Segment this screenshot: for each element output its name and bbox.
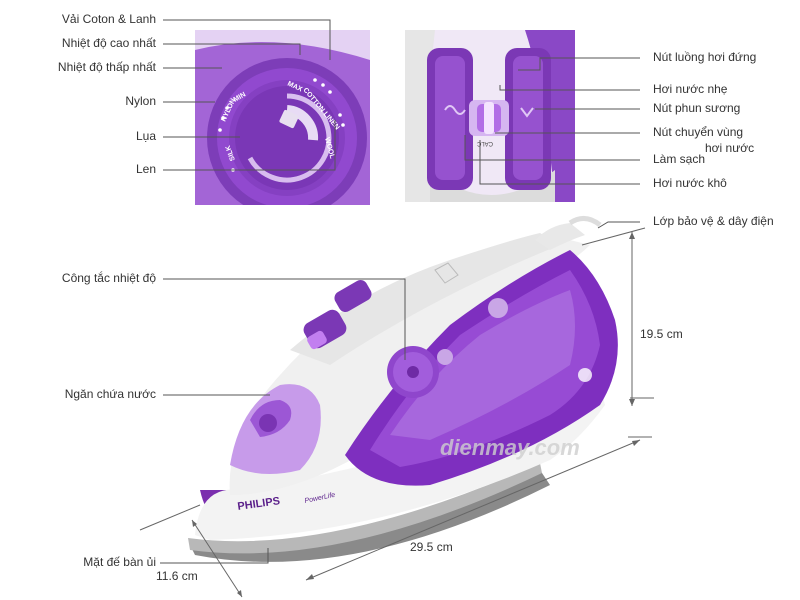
label-vertical-steam: Nút luồng hơi đứng xyxy=(653,50,757,64)
brand-text: PHILIPS xyxy=(237,495,281,513)
dimension-length: 29.5 cm xyxy=(410,540,453,554)
label-silk: Lụa xyxy=(135,129,156,143)
label-light-steam: Hơi nước nhẹ xyxy=(653,82,728,96)
label-min-temp: Nhiệt độ thấp nhất xyxy=(57,60,156,74)
label-dry-steam: Hơi nước khô xyxy=(653,176,727,190)
label-cotton-linen: Vải Coton & Lanh xyxy=(61,12,156,26)
label-water-tank: Ngăn chứa nước xyxy=(64,387,156,401)
steam-buttons-closeup-photo: CALC xyxy=(405,30,575,202)
dimension-width: 11.6 cm xyxy=(156,569,198,583)
label-clean: Làm sạch xyxy=(653,152,706,166)
label-temp-switch: Công tắc nhiệt độ xyxy=(61,271,156,285)
label-nylon: Nylon xyxy=(125,94,156,108)
label-soleplate: Mặt đế bàn ủi xyxy=(83,555,156,569)
dimension-height: 19.5 cm xyxy=(640,327,683,341)
label-cord: Lớp bảo vệ & dây điện xyxy=(653,214,774,228)
label-steam-zone-line2: hơi nước xyxy=(705,141,755,155)
iron-main-photo: PHILIPS PowerLife dienmay.com xyxy=(130,205,670,600)
label-steam-zone: Nút chuyển vùng xyxy=(653,125,744,139)
dial-closeup-photo: MIN MAX COTTON LINEN WOOL NYLON SILK xyxy=(195,30,370,205)
label-spray: Nút phun sương xyxy=(653,101,741,115)
steam-calc-mark: CALC xyxy=(476,140,493,146)
watermark-text: dienmay.com xyxy=(440,435,580,460)
label-wool: Len xyxy=(135,162,156,176)
label-max-temp: Nhiệt độ cao nhất xyxy=(61,36,156,50)
